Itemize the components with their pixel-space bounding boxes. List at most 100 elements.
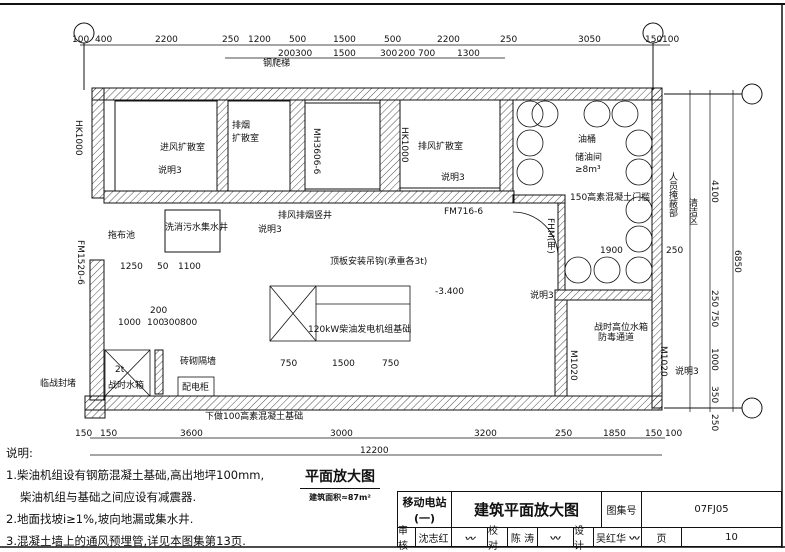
title-block: 移动电站 (一) 建筑平面放大图 图集号 07FJ05 审核 沈志红 〰 校对 … [397, 491, 782, 552]
distribution-cabinet: 配电柜 [182, 381, 209, 393]
dim-label: 300 [295, 49, 312, 59]
dim-label: 2200 [155, 35, 178, 45]
atlas-number: 07FJ05 [642, 492, 781, 528]
door-label: FHM(甲) [545, 218, 555, 254]
dim-label: 750 [280, 359, 297, 369]
dim-label: 250 [709, 414, 719, 431]
dim-label: 6850 [732, 250, 742, 273]
oil-tank-label: 油桶 [578, 133, 596, 145]
door-label: HK1000 [399, 127, 409, 163]
plan-area: 建筑面积≈87m² [309, 493, 371, 502]
notes: 说明: 1.柴油机组设有钢筋混凝土基础,高出地坪100mm, 柴油机组与基础之间… [6, 442, 264, 552]
door-label: M1020 [568, 350, 578, 381]
check-label: 校对 [488, 526, 508, 552]
project-cell: 移动电站 (一) [398, 492, 452, 528]
dim-label: 500 [384, 35, 401, 45]
designer-signature: 〰 [628, 528, 642, 546]
dim-label: 400 [95, 35, 112, 45]
notes-heading: 说明: [6, 446, 33, 460]
oil-volume: ≥8m³ [575, 165, 601, 175]
note-ref: 说明3 [441, 171, 465, 183]
dim-label: 150 [645, 429, 662, 439]
dim-label: 1300 [457, 49, 480, 59]
dim-label: 250 [709, 290, 719, 307]
room-smoke: 排烟 [232, 119, 250, 131]
reviewer-name: 沈志红 [416, 528, 452, 546]
brick-wall-label: 砖砌隔墙 [180, 355, 216, 367]
dim-total: 12200 [360, 446, 389, 456]
ladder-label: 钢爬梯 [263, 57, 290, 69]
dim-label: 750 [382, 359, 399, 369]
dim-label: 1100 [178, 262, 201, 272]
note-item: 1.柴油机组设有钢筋混凝土基础,高出地坪100mm, [6, 468, 265, 482]
atlas-label: 图集号 [602, 492, 642, 528]
checker-signature: 〰 [538, 528, 574, 546]
dim-label: 1500 [332, 359, 355, 369]
dim-label: 250 [222, 35, 239, 45]
genset-foundation [104, 211, 559, 397]
page-number: 10 [725, 531, 738, 543]
dim-label: 3000 [330, 429, 353, 439]
dim-label: 200 [278, 49, 295, 59]
dim-label: 150 [100, 429, 117, 439]
water-tank-label: 战时水箱 [108, 379, 144, 391]
door-label: HK1000 [73, 120, 83, 156]
seal-wall-label: 临战封堵 [40, 377, 76, 389]
room-gas-lock: 防毒通道 [598, 331, 634, 343]
rooms [114, 99, 653, 397]
reviewer-signature: 〰 [452, 528, 488, 546]
review-label: 审核 [398, 526, 416, 552]
inner-dimensions: 1250 50 1100 1000 100 300 800 200 750 15… [118, 246, 683, 369]
shaft-label: 排风排烟竖井 [278, 209, 332, 221]
dim-label: 300 [163, 318, 180, 328]
drawing-title: 建筑平面放大图 [452, 492, 602, 528]
designer-name: 吴红华 [596, 533, 626, 545]
dim-label: 150 [645, 35, 662, 45]
genset-label: 120kW柴油发电机组基础 [308, 323, 411, 335]
dim-label: 200 [150, 306, 167, 316]
dim-label: 350 [709, 386, 719, 403]
plan-title: 平面放大图 建筑面积≈87m² [300, 466, 380, 503]
dim-label: 3600 [180, 429, 203, 439]
dim-label: 3050 [578, 35, 601, 45]
dimension-lines [80, 44, 734, 456]
dim-label: 100 [665, 429, 682, 439]
room-smoke: 扩散室 [232, 132, 259, 144]
dim-label: 100 [72, 35, 89, 45]
oil-drums [516, 100, 653, 284]
dim-label: 250 [666, 246, 683, 256]
note-ref: 说明3 [675, 365, 699, 377]
dim-label: 3200 [474, 429, 497, 439]
sump-label: 洗消污水集水井 [165, 221, 228, 233]
note-ref: 说明3 [158, 164, 182, 176]
dim-label: 2200 [437, 35, 460, 45]
room-intake: 进风扩散室 [160, 141, 205, 153]
note-item: 2.地面找坡i≥1%,坡向地漏或集水井. [6, 512, 194, 526]
hooks-label: 顶板安装吊钩(承重各3t) [330, 255, 427, 267]
mop-pool: 拖布池 [108, 229, 135, 241]
foundation-label: 下做100高素混凝土基础 [205, 410, 303, 422]
checker-name: 陈 涛 [508, 528, 538, 546]
dim-label: 4100 [709, 180, 719, 203]
room-exhaust: 排风扩散室 [418, 140, 463, 152]
axis-markers [73, 22, 763, 419]
threshold-label: 150高素混凝土门槛 [570, 191, 650, 203]
dim-label: 150 [75, 429, 92, 439]
dim-label: 100 [147, 318, 164, 328]
note-ref: 说明3 [530, 289, 554, 301]
dim-label: 1500 [333, 35, 356, 45]
dim-label: 200 [398, 49, 415, 59]
dim-label: 1850 [603, 429, 626, 439]
note-item: 柴油机组与基础之间应设有减震器. [20, 490, 197, 504]
walls [84, 87, 663, 419]
dim-label: 50 [157, 262, 169, 272]
plan-title-text: 平面放大图 [300, 466, 380, 489]
dim-label: 1200 [248, 35, 271, 45]
note-ref: 说明3 [258, 223, 282, 235]
dim-label: 1000 [118, 318, 141, 328]
shelter-area: 人员掩蔽部 [667, 172, 678, 218]
dim-label: 1900 [600, 246, 623, 256]
page-label: 页 [642, 528, 682, 546]
bottom-dimensions: 150 150 3600 3000 3200 250 1850 150 100 … [75, 429, 682, 456]
